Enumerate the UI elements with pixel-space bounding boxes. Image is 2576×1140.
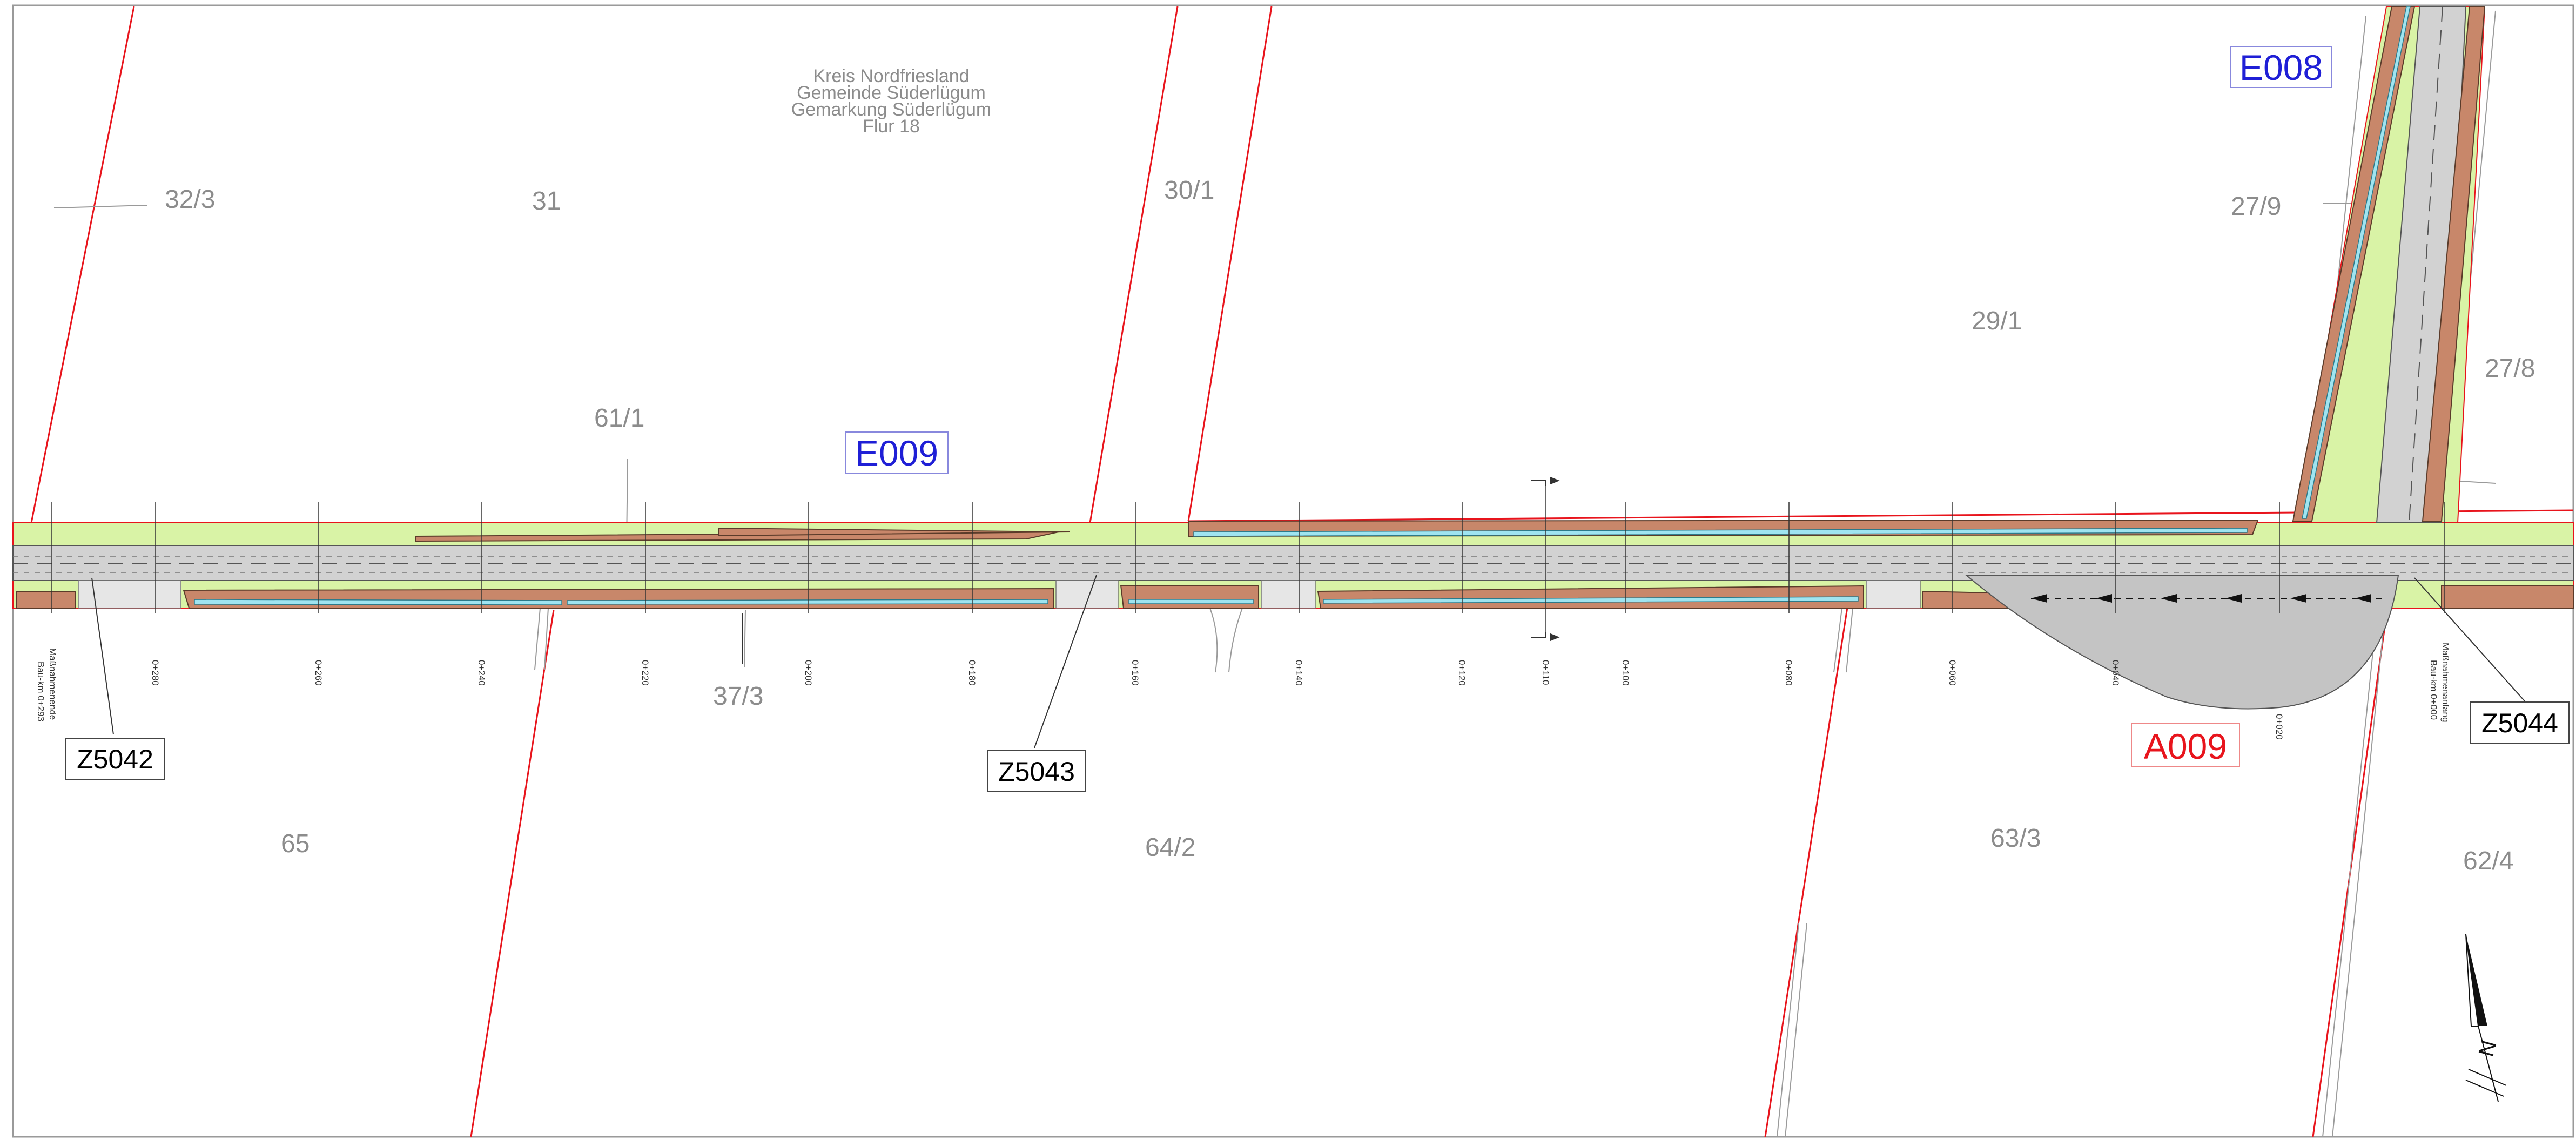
parcel-label: 65 bbox=[281, 829, 310, 858]
measure-start-km: Bau-km 0+000 bbox=[2429, 660, 2439, 720]
station-label: 0+200 bbox=[803, 660, 813, 686]
station-label: 0+140 bbox=[1294, 660, 1304, 686]
station-label: 0+160 bbox=[1130, 660, 1140, 686]
station-ticks bbox=[51, 486, 2445, 632]
station-label: 0+280 bbox=[150, 660, 160, 686]
station-label: 0+120 bbox=[1457, 660, 1467, 686]
code-box-e009 bbox=[845, 431, 949, 474]
code-a009: A009 bbox=[2144, 726, 2227, 766]
code-box-a009 bbox=[2131, 723, 2240, 767]
measure-start-label: Maßnahmenanfang bbox=[2440, 643, 2451, 722]
header-municipality: Gemeinde Süderlügum bbox=[797, 83, 986, 103]
station-label: 0+180 bbox=[967, 660, 977, 686]
header-flur: Flur 18 bbox=[863, 116, 920, 137]
station-label: 0+110 bbox=[1541, 660, 1551, 685]
a009-area bbox=[1965, 575, 2399, 710]
parcel-label: 63/3 bbox=[1990, 824, 2041, 853]
measure-end-km: Bau-km 0+293 bbox=[36, 662, 46, 721]
flow-arrows bbox=[2031, 594, 2382, 603]
parcel-label: 61/1 bbox=[594, 404, 644, 433]
callout-box-z5042 bbox=[65, 738, 165, 780]
road-pavement bbox=[12, 545, 2574, 581]
callout-z5042: Z5042 bbox=[77, 744, 153, 774]
parcel-label: 62/4 bbox=[2463, 847, 2513, 875]
header-district: Kreis Nordfriesland bbox=[813, 66, 969, 86]
station-label: 0+260 bbox=[313, 660, 324, 686]
callout-lines bbox=[91, 575, 2528, 748]
parcel-label: 64/2 bbox=[1145, 833, 1195, 862]
road-corridor bbox=[12, 519, 2574, 609]
station-label: 0+060 bbox=[1947, 660, 1958, 686]
parcel-label: 30/1 bbox=[1164, 176, 1214, 205]
callout-z5044: Z5044 bbox=[2481, 708, 2558, 738]
code-e008: E008 bbox=[2239, 48, 2323, 87]
measure-end-label: Maßnahmenende bbox=[48, 648, 58, 720]
callout-box-z5043 bbox=[987, 750, 1086, 792]
parcel-label: 31 bbox=[532, 187, 561, 215]
south-ditches bbox=[194, 596, 1859, 605]
callout-z5043: Z5043 bbox=[998, 757, 1075, 787]
cross-section-marker bbox=[1531, 476, 1560, 642]
station-label: 0+100 bbox=[1620, 660, 1631, 686]
station-label: 0+020 bbox=[2274, 714, 2284, 740]
callout-box-z5044 bbox=[2470, 701, 2570, 744]
north-road bbox=[2292, 6, 2486, 523]
parcel-label: 37/3 bbox=[713, 682, 763, 711]
north-letter: N bbox=[2474, 1038, 2501, 1059]
station-label: 0+240 bbox=[476, 660, 487, 686]
parcel-label: 27/9 bbox=[2231, 192, 2281, 221]
station-label: 0+220 bbox=[640, 660, 650, 686]
north-ditches bbox=[1193, 528, 2248, 537]
header-cadastral-area: Gemarkung Süderlügum bbox=[791, 99, 991, 120]
parcel-label: 27/8 bbox=[2485, 354, 2535, 383]
north-arrow-icon: N bbox=[2465, 934, 2507, 1102]
code-box-e008 bbox=[2230, 46, 2332, 88]
parcel-label: 32/3 bbox=[165, 185, 215, 214]
station-label: 0+080 bbox=[1784, 660, 1794, 686]
code-e009: E009 bbox=[855, 433, 938, 473]
station-label: 0+040 bbox=[2110, 660, 2121, 686]
parcel-label: 29/1 bbox=[1972, 307, 2022, 335]
